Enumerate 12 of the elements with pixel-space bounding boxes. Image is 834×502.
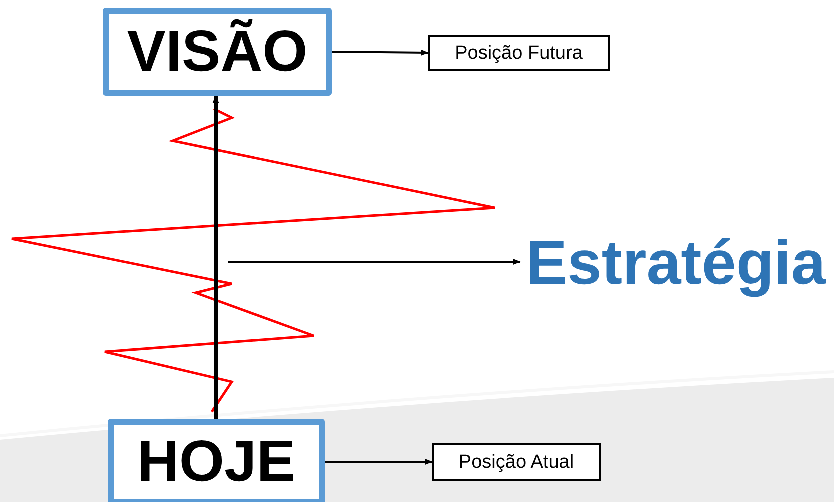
node-label: Estratégia [526,233,826,295]
today-box [108,419,325,502]
label-box [432,443,601,481]
node-label: HOJE [138,433,296,491]
arrow [212,95,220,419]
arrow [332,50,429,56]
node-label: Posição Atual [458,452,574,472]
node-label: Posição Futura [455,44,583,62]
vision-box [103,8,332,96]
arrow [228,258,521,266]
arrow [325,458,433,466]
label-box [428,35,610,71]
